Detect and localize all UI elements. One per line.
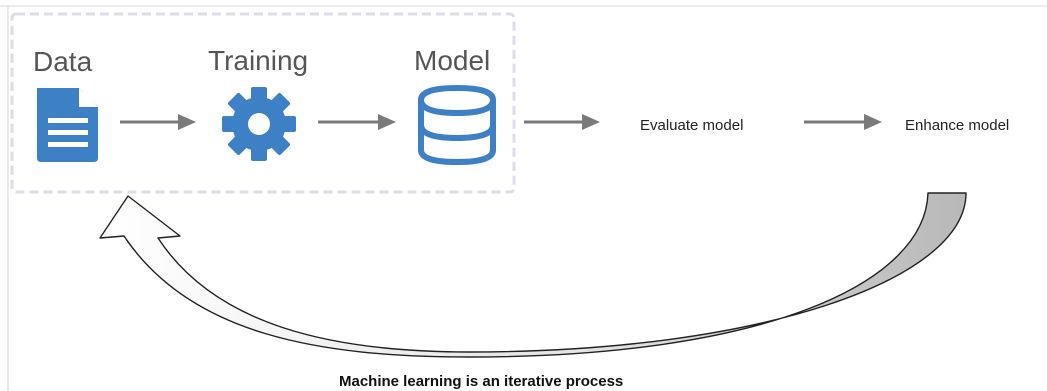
- database-icon: [418, 84, 496, 166]
- training-label: Training: [208, 45, 308, 76]
- gear-icon: [222, 87, 296, 161]
- data-label: Data: [33, 46, 93, 77]
- model-label: Model: [414, 45, 490, 76]
- pipeline-group-box: [10, 12, 516, 194]
- arrow-model-to-evaluate: [524, 114, 600, 130]
- feedback-loop-arrow: [99, 192, 967, 358]
- enhance-model-label: Enhance model: [905, 117, 1009, 134]
- diagram-caption: Machine learning is an iterative process: [339, 373, 623, 390]
- document-icon: [37, 88, 98, 162]
- arrow-data-to-training: [120, 114, 196, 130]
- arrow-evaluate-to-enhance: [804, 114, 882, 130]
- evaluate-model-label: Evaluate model: [640, 117, 743, 134]
- arrow-training-to-model: [318, 114, 396, 130]
